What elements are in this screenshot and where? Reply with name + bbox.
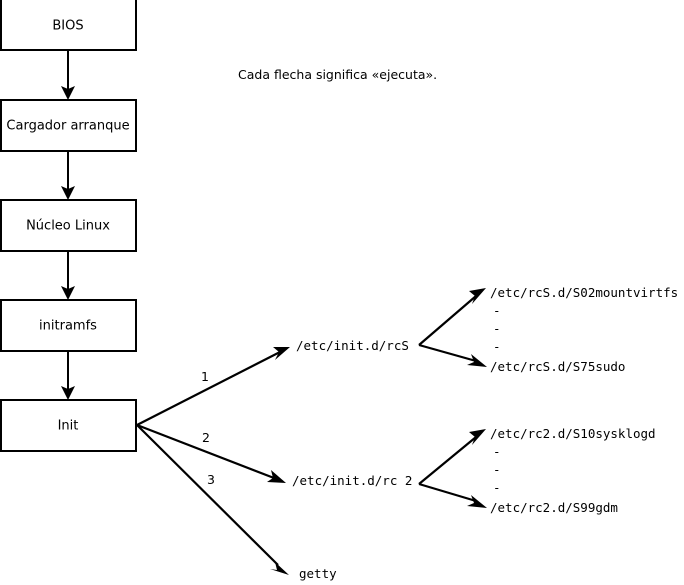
boot-chain-group: BIOS Cargador arranque Núcleo Linux init…: [0, 0, 137, 452]
rc2-ellipsis-dash-2: -: [493, 462, 501, 477]
rcs-ellipsis-dash-3: -: [493, 339, 501, 354]
branch-2-number: 2: [202, 430, 210, 445]
diagram-caption: Cada flecha significa «ejecuta».: [238, 67, 437, 82]
rc2-fork-lower-arrow: [418, 482, 487, 508]
vertical-arrows-group: [61, 50, 75, 400]
node-bootloader[interactable]: Cargador arranque: [0, 99, 137, 152]
node-kernel-label: Núcleo Linux: [26, 219, 110, 234]
rc2-fork-group: [418, 429, 487, 508]
node-kernel-rect: [0, 199, 137, 252]
rcs-fork-group: [418, 288, 487, 367]
rcs-ellipsis-dash-2: -: [493, 321, 501, 336]
rc2-script-last: /etc/rc2.d/S99gdm: [490, 500, 618, 515]
arrow-kernel-to-initramfs: [61, 251, 75, 300]
rc2-fork-upper-arrow: [418, 429, 486, 485]
branch-3-arrow: [136, 424, 289, 575]
node-bios[interactable]: BIOS: [0, 0, 137, 51]
node-bios-label: BIOS: [52, 19, 83, 34]
arrow-bios-to-bootloader: [61, 50, 75, 100]
node-init-label: Init: [58, 419, 79, 434]
node-bios-rect: [0, 0, 137, 51]
rcs-fork-upper-arrow: [418, 288, 486, 346]
node-kernel[interactable]: Núcleo Linux: [0, 199, 137, 252]
rc2-ellipsis-dash-1: -: [493, 444, 501, 459]
arrow-initramfs-to-init: [61, 351, 75, 400]
branch-1-number: 1: [201, 369, 209, 384]
rc2-ellipsis-dash-3: -: [493, 480, 501, 495]
rcs-script-first: /etc/rcS.d/S02mountvirtfs: [490, 285, 678, 300]
node-initramfs-label: initramfs: [39, 319, 97, 334]
branch-1-label[interactable]: /etc/init.d/rcS: [296, 338, 409, 353]
rc2-script-first: /etc/rc2.d/S10sysklogd: [490, 426, 656, 441]
arrow-bootloader-to-kernel: [61, 151, 75, 200]
node-bootloader-label: Cargador arranque: [6, 119, 129, 134]
node-initramfs[interactable]: initramfs: [0, 299, 137, 352]
rc2-scripts-group: /etc/rc2.d/S10sysklogd - - - /etc/rc2.d/…: [490, 426, 656, 515]
rcs-ellipsis-dash-1: -: [493, 303, 501, 318]
branch-2-arrow: [136, 423, 286, 483]
node-init-rect: [0, 399, 137, 452]
branch-1-arrow: [136, 347, 290, 426]
branch-3-number: 3: [207, 472, 215, 487]
branch-3-label[interactable]: getty: [299, 566, 337, 581]
branch-labels-group: /etc/init.d/rcS /etc/init.d/rc 2 getty: [292, 338, 412, 581]
node-init[interactable]: Init: [0, 399, 137, 452]
branch-2-label[interactable]: /etc/init.d/rc 2: [292, 473, 412, 488]
rcs-fork-lower-arrow: [418, 343, 487, 367]
rcs-scripts-group: /etc/rcS.d/S02mountvirtfs - - - /etc/rcS…: [490, 285, 678, 374]
rcs-script-last: /etc/rcS.d/S75sudo: [490, 359, 625, 374]
init-branches-group: 1 2 3: [136, 347, 290, 575]
